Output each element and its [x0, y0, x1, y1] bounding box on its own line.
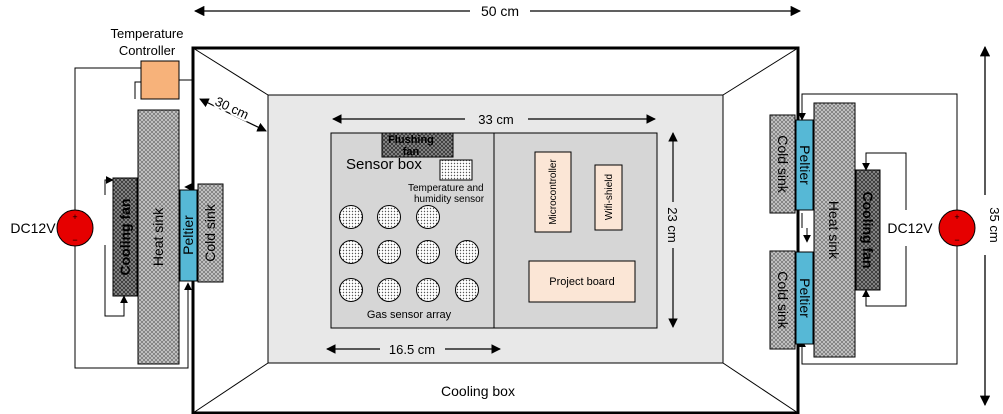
svg-text:−: − — [72, 235, 77, 245]
svg-text:Temperature and: Temperature and — [408, 183, 484, 194]
inner-width-dimension: 33 cm — [332, 112, 656, 127]
svg-text:Microcontroller: Microcontroller — [548, 159, 559, 225]
right-cold-sink-bottom: Cold sink — [769, 250, 796, 350]
right-dc-power-source: + − DC12V — [887, 209, 976, 247]
right-peltier-top: Peltier — [795, 119, 814, 211]
half-width-dimension: 16.5 cm — [326, 342, 501, 357]
left-power-label: DC12V — [10, 220, 56, 236]
left-cooling-fan: Cooling fan — [112, 177, 138, 297]
svg-text:Temperature: Temperature — [111, 26, 184, 41]
right-power-label: DC12V — [887, 220, 933, 236]
svg-text:Cold sink: Cold sink — [202, 203, 218, 262]
flushing-fan: Flushing fan — [381, 132, 454, 158]
left-heat-sink: Heat sink — [137, 109, 180, 365]
svg-text:+: + — [954, 212, 959, 222]
svg-text:Cold sink: Cold sink — [775, 271, 791, 330]
svg-text:Peltier: Peltier — [797, 278, 813, 318]
temperature-humidity-sensor: Temperature and humidity sensor — [408, 159, 485, 205]
right-cold-sink-top: Cold sink — [769, 114, 796, 214]
right-heat-sink: Heat sink — [813, 102, 856, 358]
inner-width-label: 33 cm — [478, 112, 513, 127]
left-peltier: Peltier — [179, 189, 198, 282]
width-dimension: 50 cm — [193, 3, 802, 19]
wifi-shield: Wifi-shield — [594, 164, 623, 231]
right-cooling-fan: Cooling fan — [855, 169, 881, 291]
svg-text:Project board: Project board — [549, 276, 614, 288]
svg-text:−: − — [954, 235, 959, 245]
project-board: Project board — [528, 260, 636, 303]
svg-text:fan: fan — [403, 146, 420, 158]
svg-text:Peltier: Peltier — [797, 145, 813, 185]
svg-text:Cold sink: Cold sink — [775, 135, 791, 194]
width-label: 50 cm — [481, 3, 519, 19]
svg-text:humidity sensor: humidity sensor — [414, 194, 485, 205]
gas-sensor-array: Gas sensor array — [339, 205, 479, 321]
svg-text:Wifi-shield: Wifi-shield — [604, 174, 615, 220]
depth-label: 35 cm — [987, 207, 1002, 242]
svg-text:+: + — [72, 212, 77, 222]
left-cooling-unit: + − DC12V Cooling fan Heat sink Peltier … — [10, 67, 224, 369]
svg-text:Peltier: Peltier — [180, 215, 196, 255]
left-cold-sink: Cold sink — [197, 183, 224, 283]
svg-text:Cooling fan: Cooling fan — [860, 192, 876, 269]
svg-text:Heat sink: Heat sink — [826, 201, 842, 260]
inner-depth-dimension: 23 cm — [665, 132, 680, 328]
half-width-label: 16.5 cm — [389, 342, 435, 357]
microcontroller: Microcontroller — [534, 151, 572, 233]
right-peltier-bottom: Peltier — [795, 251, 814, 345]
temperature-controller: Temperature Controller — [111, 26, 184, 100]
svg-text:Controller: Controller — [119, 43, 176, 58]
inner-depth-label: 23 cm — [665, 207, 680, 242]
gas-sensor-array-label: Gas sensor array — [367, 309, 452, 321]
sensor-box-label: Sensor box — [346, 156, 422, 173]
right-cooling-unit: Cold sink Peltier Cold sink Peltier Heat… — [769, 93, 976, 365]
depth-dimension: 35 cm — [979, 45, 1002, 407]
svg-text:Flushing: Flushing — [388, 134, 434, 146]
cooling-box-label: Cooling box — [441, 383, 515, 399]
svg-text:Heat sink: Heat sink — [150, 207, 166, 266]
sensor-box: Sensor box Flushing fan Temperature and … — [330, 132, 658, 329]
left-dc-power-source: + − DC12V — [10, 209, 94, 247]
svg-text:Cooling fan: Cooling fan — [117, 199, 133, 276]
